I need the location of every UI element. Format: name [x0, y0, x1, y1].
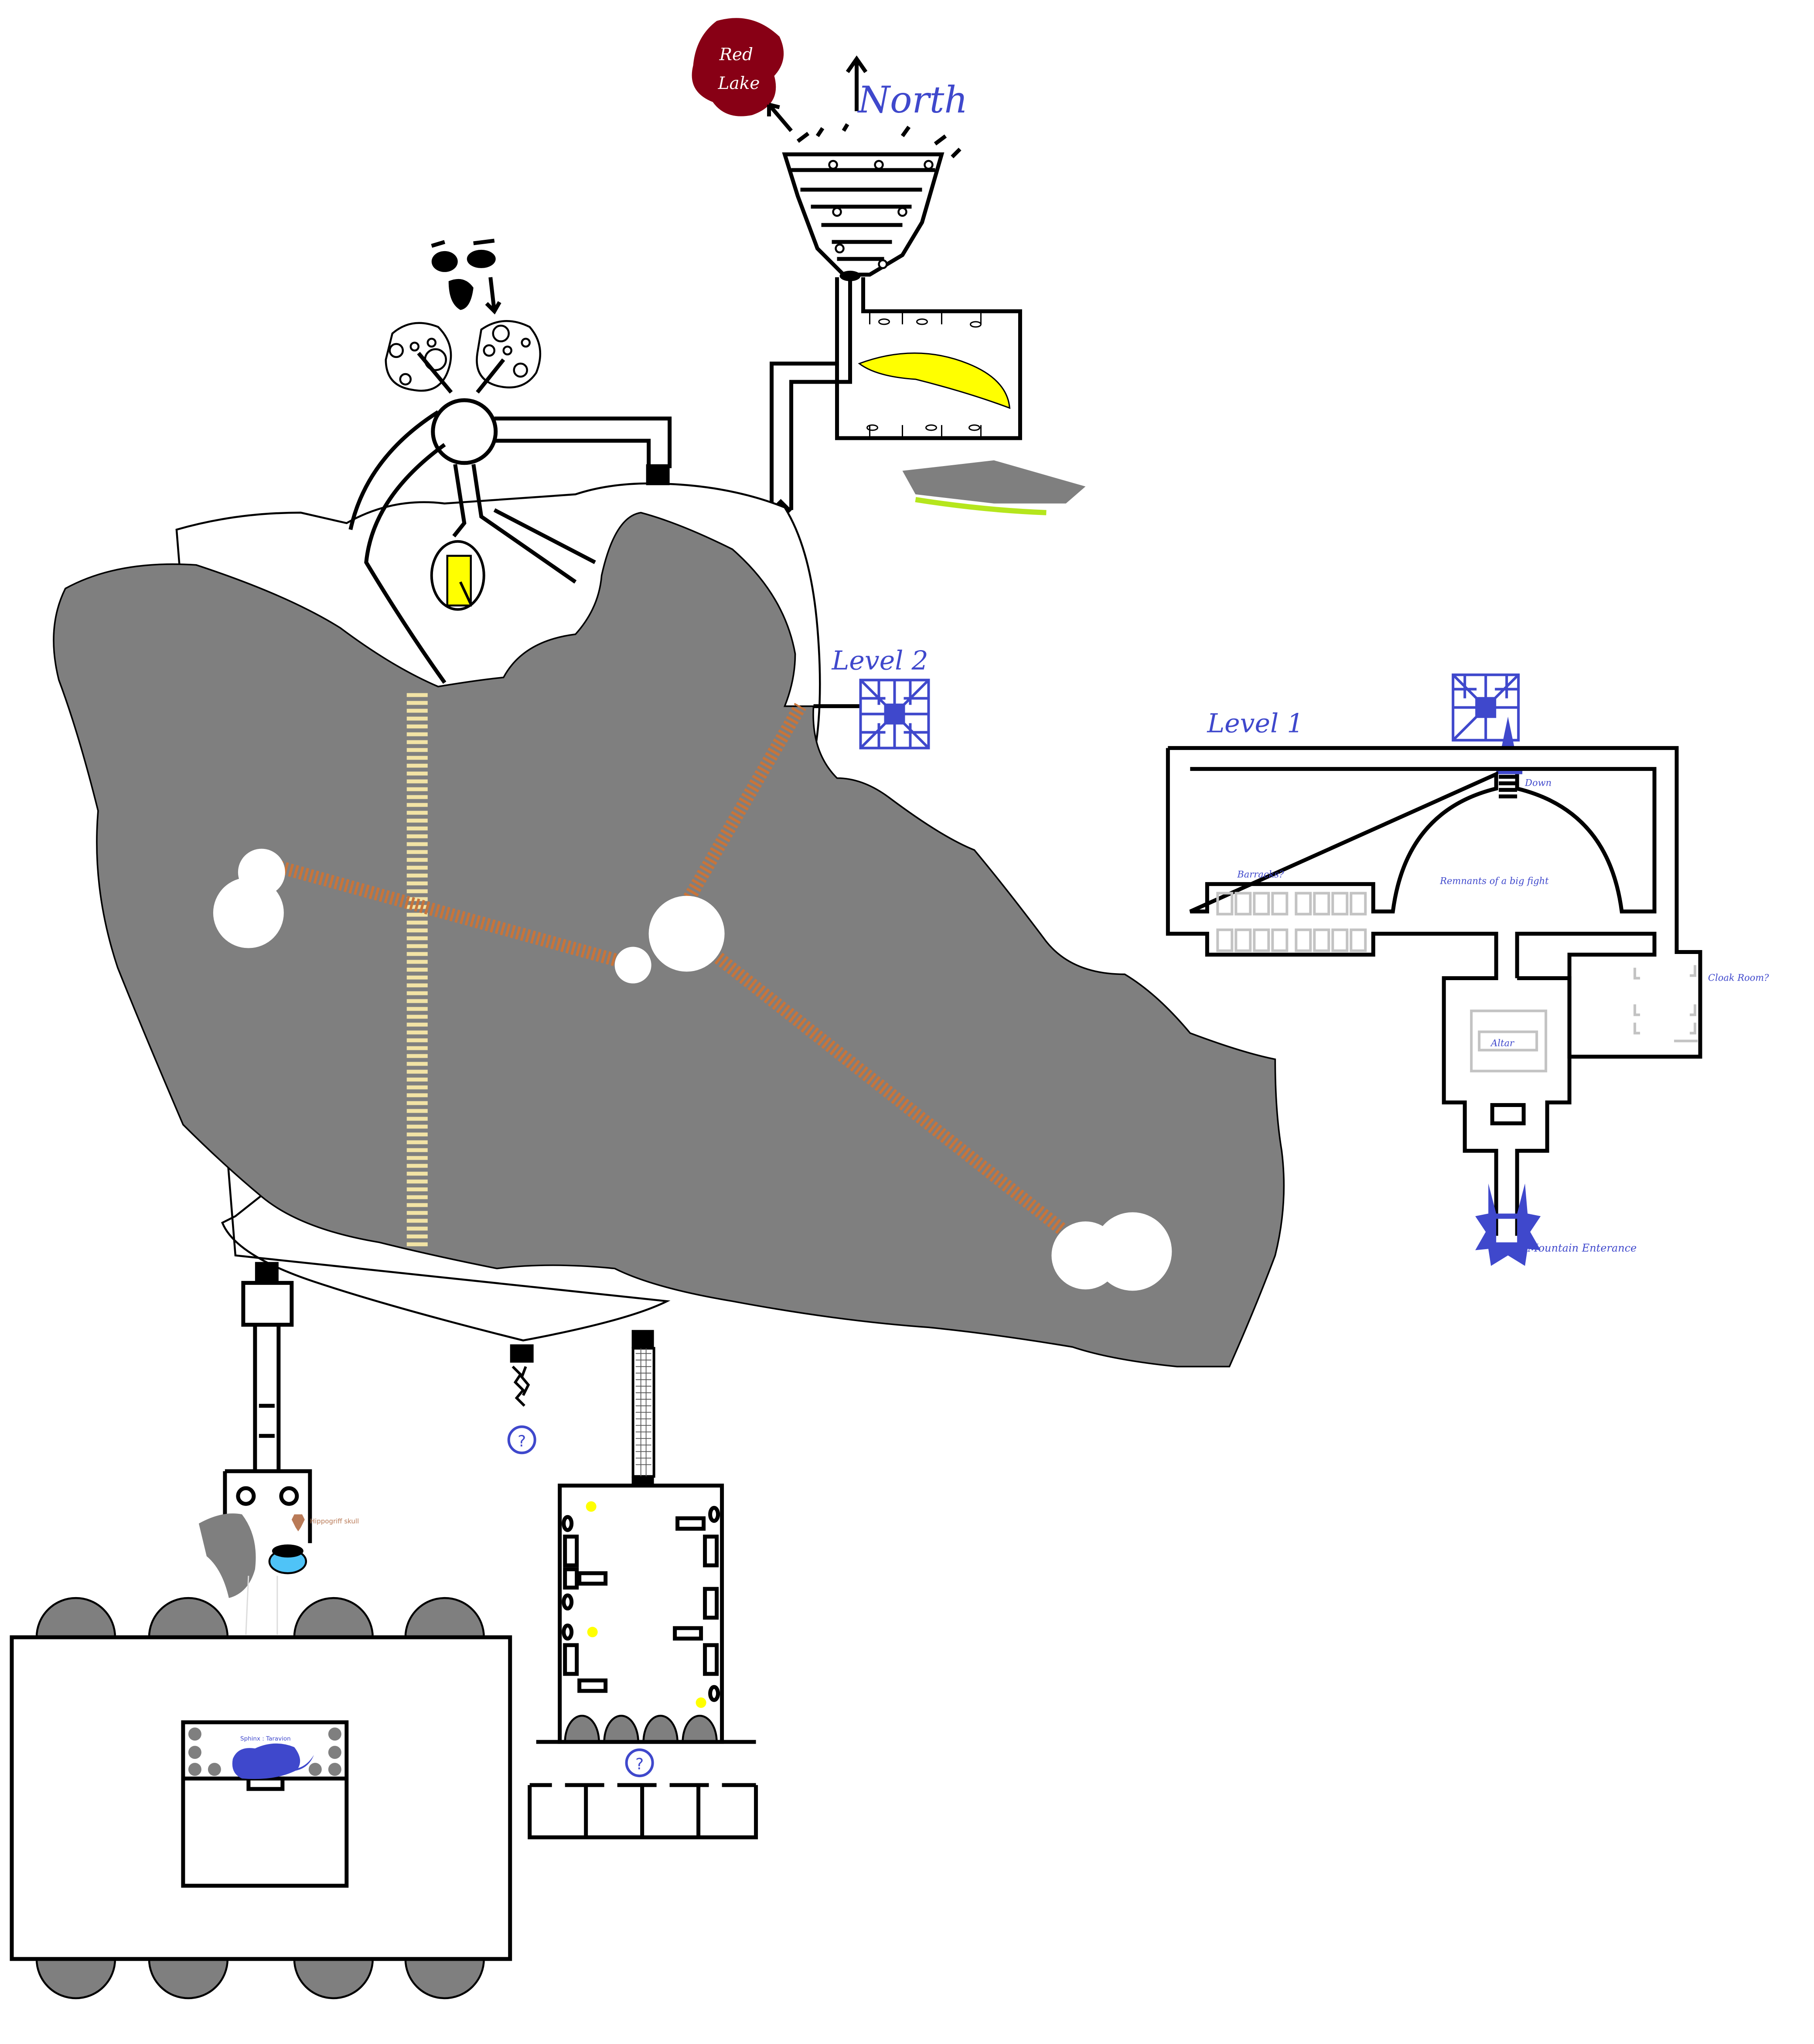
sphinx-label: Sphinx : Taravion [240, 1735, 291, 1742]
level-1-label: Level 1 [1207, 709, 1303, 739]
domes [35, 1597, 485, 2000]
compass-arrow-icon [846, 55, 868, 112]
sphinx-chamber: Sphinx : Taravion [181, 1720, 349, 1888]
stairs-icon-level1[interactable] [1452, 673, 1520, 742]
altar-label: Altar [1490, 1038, 1515, 1048]
well-icon [245, 1544, 307, 1635]
stairs-icon[interactable] [859, 678, 930, 749]
north-hub-roads [348, 351, 672, 684]
down-label: Down [1524, 778, 1551, 788]
door-southwest[interactable] [255, 1262, 279, 1282]
tower [536, 1483, 756, 1744]
level-1-walls [1166, 746, 1702, 1236]
torch-icon [430, 540, 485, 611]
stall-rails [528, 1783, 758, 1840]
skull-face-icon [431, 238, 501, 315]
arrow-to-lake-icon [767, 102, 793, 132]
question-marker-icon[interactable]: ? [507, 1425, 536, 1455]
southwest-corridor [223, 1281, 312, 1543]
hippogriff-skull-icon [291, 1514, 305, 1532]
door-south-middle[interactable] [510, 1344, 534, 1363]
hippogriff-label: Hippogriff skull [310, 1517, 359, 1525]
door-tower-top[interactable] [631, 1330, 654, 1349]
mountain-entrance-star-icon [1475, 1183, 1541, 1266]
compass: North [846, 55, 968, 121]
question-marker-icon-2[interactable]: ? [625, 1748, 654, 1778]
spotted-chambers [385, 320, 542, 392]
rubble-trail [511, 1366, 530, 1407]
bunks [1216, 892, 1698, 1073]
door-north[interactable] [646, 464, 670, 485]
cloak-room-label: Cloak Room? [1708, 973, 1769, 983]
moss-line [915, 497, 1047, 515]
clearings [213, 848, 1172, 1291]
red-lake-label-1: Red [719, 45, 753, 65]
fight-label: Remnants of a big fight [1439, 876, 1549, 886]
north-label: North [857, 78, 968, 121]
rock-ledge [902, 460, 1086, 504]
level-2-label: Level 2 [832, 646, 928, 676]
sphinx-icon [232, 1743, 314, 1779]
question-marker-text: ? [518, 1432, 526, 1450]
red-lake: Red Lake [692, 18, 793, 132]
rubble [198, 1513, 256, 1598]
funnel-gate [782, 123, 962, 281]
red-lake-label-2: Lake [718, 74, 760, 93]
entrance-label: Mountain Enterance [1527, 1242, 1637, 1254]
yellow-pool [858, 352, 1011, 409]
barracks-label: Barracks? [1237, 869, 1284, 880]
question-marker-text-2: ? [635, 1755, 644, 1773]
orange-paths [273, 703, 1066, 1235]
north-corridors [770, 277, 1022, 510]
